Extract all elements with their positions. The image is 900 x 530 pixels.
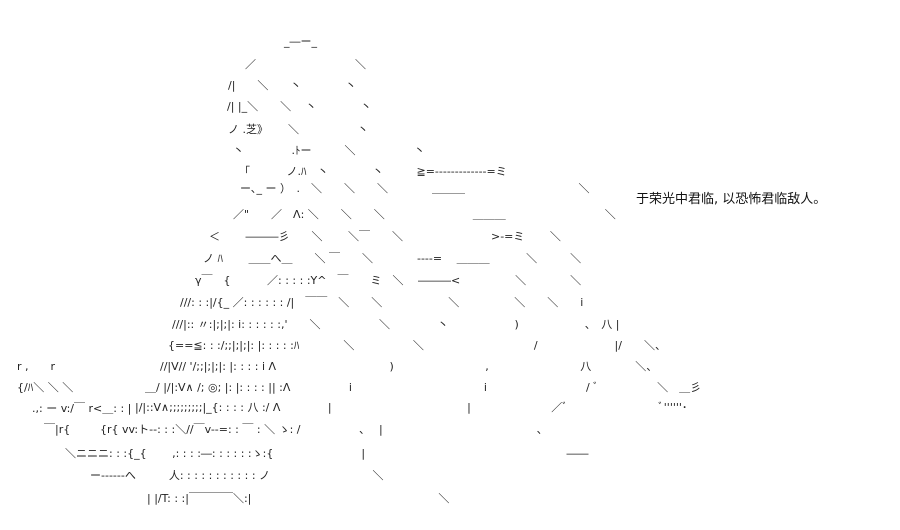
ascii-art-line: |/|::V∧;;;;;;;;;|_{: : : : 八 :/ Λ | | ／ﾞ… (135, 401, 688, 414)
ascii-art-line: /| ＼ 丶 丶 (228, 79, 357, 92)
ascii-art-fragment: ￣|r{ (44, 423, 71, 436)
caption-text: 于荣光中君临, 以恐怖君临敌人。 (636, 192, 827, 207)
ascii-art-line: 「 ノ.ﾊ 丶 丶 ≧=-------------=ミ (239, 165, 507, 178)
ascii-art-line: ／" ／ Λ: ＼ ＼ ＼ ＿＿＿ ＼ (233, 208, 616, 221)
ascii-art-line: {r{ vv:ト--: : :＼//￣v--=: : ￣ : ＼ ゝ: / 、 … (100, 423, 548, 436)
ascii-art-line: ノ ﾊ ＿＿へ＿ ＼ ￣ ＼ ----= ＿＿＿ ＼ ＼ (203, 252, 582, 265)
ascii-art-line: ／ ＼ (245, 58, 366, 71)
ascii-art-line: //|V// '/;;|;|;|: |: : : : i Λ ) , 八 ＼、 (160, 360, 658, 373)
ascii-art-fragment: {/ﾊ＼ ＼ ＼ (17, 381, 74, 394)
ascii-art-line: ＼ニニニ: : :{_{ ,: : : :―: : : : : :ゝ:{ | ―… (65, 447, 589, 460)
ascii-art-line: ノ .芝》 ＼ 丶 (228, 123, 369, 136)
ascii-art-line: ///|:: 〃:|;|;|: i: : : : : :,' ＼ ＼ 丶 ) 、… (172, 318, 620, 331)
ascii-art-line: 丶 .ﾄー ＼ 丶 (233, 144, 425, 157)
ascii-art-line: ー------へ 人: : : : : : : : : : : ノ ＼ (90, 469, 384, 482)
ascii-art-fragment: .,: ー v:/￣ r<＿: : | (32, 402, 132, 415)
ascii-art-line: ＜ ―――彡 ＼ ＼￣ ＼ >-=ミ ＼ (209, 230, 561, 243)
ascii-art-line: | |/T: : :|￣￣￣￣＼:| ＼ (147, 492, 450, 505)
ascii-art-fragment: r , r (17, 360, 56, 373)
ascii-art-line: ー､_ ー ） . ＼ ＼ ＼ ＿＿＿ ＼ (240, 182, 590, 195)
ascii-art-line: _―ー_ (284, 35, 317, 48)
ascii-art-line: ＿/ |/|:V∧ /; ◎; |: |: : : : || :Λ i i / … (145, 381, 702, 394)
ascii-art-line: /| |_＼ ＼ 丶 丶 (227, 100, 372, 113)
ascii-art-line: γ￣ { ／: : : : :Y^ ￣ ミ ＼ ―――< ＼ ＼ (195, 274, 582, 287)
ascii-art-line: ///: : :|/{_ ／: : : : : : /| ￣￣ ＼ ＼ ＼ ＼ … (180, 296, 584, 309)
ascii-art-line: {==≦: : :/;;|;|;|: |: : : : :ﾊ ＼ ＼ / |/ … (168, 339, 666, 352)
